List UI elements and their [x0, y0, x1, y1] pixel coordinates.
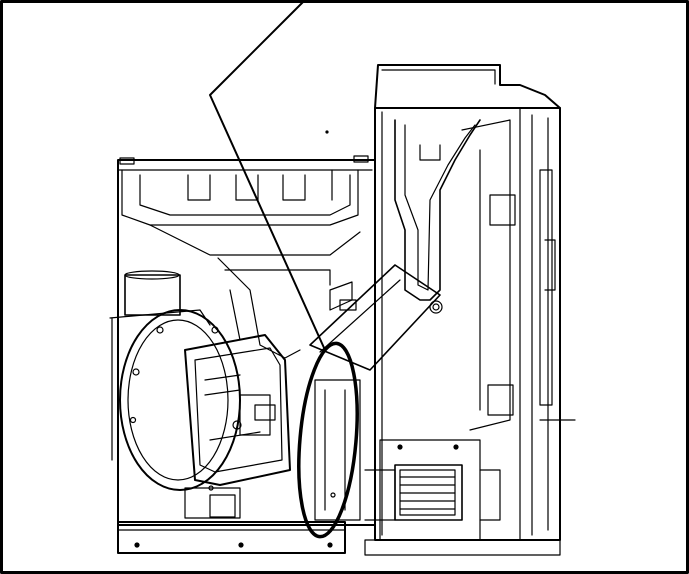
- hardware-details: [119, 155, 369, 491]
- left-housing: [117, 130, 376, 526]
- blower-assembly: [109, 270, 291, 519]
- heat-exchanger-cabinet: [364, 64, 576, 556]
- oval-callout: [297, 341, 359, 539]
- leader-line: [209, 1, 326, 351]
- base-plate: [117, 521, 346, 554]
